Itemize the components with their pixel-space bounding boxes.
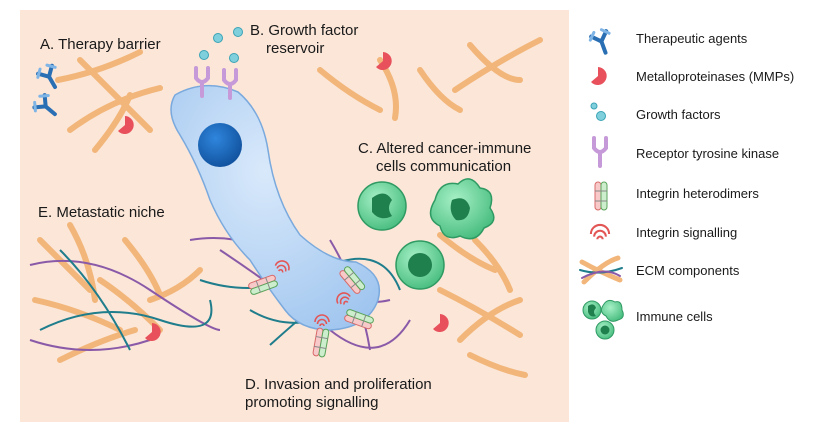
ecm-icon <box>579 255 623 285</box>
label-altered-communication-1: C. Altered cancer-immune <box>358 140 532 157</box>
label-invasion-1: D. Invasion and proliferation <box>245 376 432 393</box>
nucleus <box>198 123 242 167</box>
immune-cells-icon <box>582 299 624 340</box>
immune-cell <box>357 181 407 231</box>
label-invasion-2: promoting signalling <box>245 394 379 411</box>
legend <box>579 25 624 340</box>
legend-label: Integrin signalling <box>636 225 738 240</box>
growth-factor <box>199 50 209 60</box>
label-growth-factor-reservoir-2: reservoir <box>266 40 325 57</box>
receptor-icon <box>592 136 608 168</box>
label-growth-factor-reservoir-1: B. Growth factor <box>250 22 359 39</box>
growth-factor <box>233 27 243 37</box>
legend-label: Therapeutic agents <box>636 31 748 46</box>
legend-label: Integrin heterodimers <box>636 186 759 201</box>
antibody-icon <box>586 25 617 59</box>
mmp-icon <box>591 67 607 85</box>
immune-cell <box>429 178 495 240</box>
legend-label: Immune cells <box>636 309 713 324</box>
growth-factor <box>229 53 239 63</box>
growth-factor <box>213 33 223 43</box>
growth-factor-icon <box>590 102 606 121</box>
immune-cell <box>395 240 445 290</box>
signal-icon <box>589 223 611 241</box>
label-altered-communication-2: cells communication <box>376 158 512 175</box>
legend-label: Receptor tyrosine kinase <box>636 146 780 161</box>
legend-label: Growth factors <box>636 107 721 122</box>
label-metastatic-niche: E. Metastatic niche <box>38 204 165 221</box>
legend-label: Metalloproteinases (MMPs) <box>636 69 795 84</box>
integrin-icon <box>594 181 608 211</box>
legend-label: ECM components <box>636 263 740 278</box>
label-therapy-barrier: A. Therapy barrier <box>40 36 161 53</box>
